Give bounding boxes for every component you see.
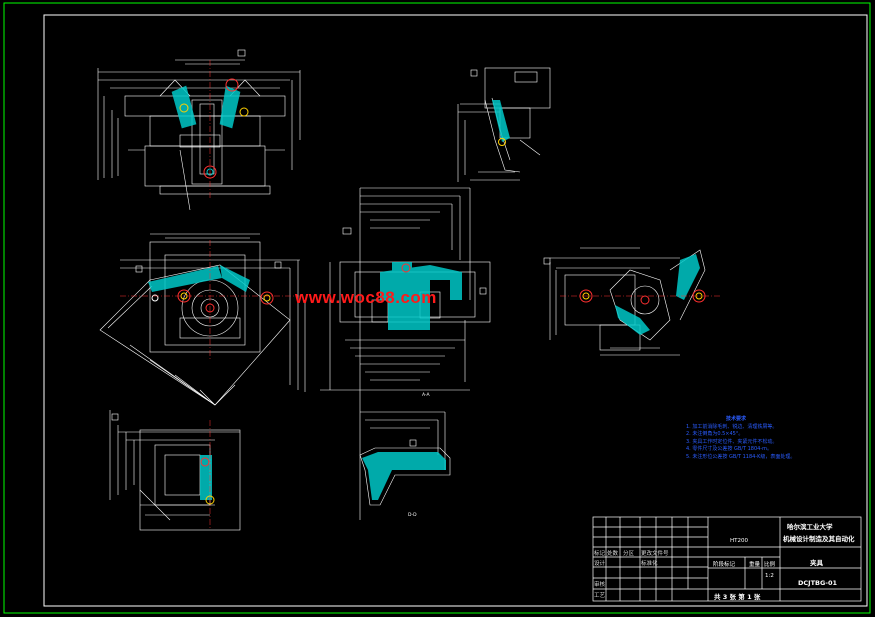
watermark: www.woc88.com bbox=[295, 288, 437, 307]
technical-note-item: 3. 夹具工作时定位件、夹紧元件不松动。 bbox=[686, 438, 778, 445]
view-front-hatch bbox=[171, 85, 241, 129]
title-drawing-code: DCJTBG-01 bbox=[798, 579, 838, 587]
title-sheet-info: 共 3 张 第 1 张 bbox=[714, 593, 761, 601]
title-role-designer: 设计 bbox=[594, 561, 606, 567]
technical-note-item: 1. 加工前消除毛刺、锐边、清理铁屑等。 bbox=[686, 423, 778, 430]
title-row-label-file: 更改文件号 bbox=[641, 551, 669, 557]
view-section-center bbox=[320, 187, 491, 520]
section-label-aa: A-A bbox=[422, 393, 430, 398]
view-bottom-marker bbox=[409, 439, 417, 447]
view-plan-hatch bbox=[148, 265, 250, 292]
view-bottom-hatch bbox=[362, 452, 446, 500]
title-weight-label: 重量 bbox=[749, 562, 761, 568]
view-section-hole bbox=[401, 263, 411, 273]
view-bottom-left-holes bbox=[200, 420, 215, 530]
view-bottom-left-hatch bbox=[200, 455, 212, 500]
view-right bbox=[549, 247, 706, 356]
title-university: 哈尔滨工业大学 bbox=[787, 523, 833, 531]
view-side-top-middle bbox=[457, 67, 551, 182]
view-side-pin bbox=[498, 138, 506, 146]
title-role-standard: 标准化 bbox=[641, 561, 658, 567]
technical-notes: 技术要求 1. 加工前消除毛刺、锐边、清理铁屑等。 2. 未注倒角为0.5×45… bbox=[686, 416, 795, 462]
view-side-marker bbox=[470, 69, 478, 77]
view-bottom-left bbox=[109, 410, 241, 531]
view-front-highlights bbox=[179, 60, 249, 200]
title-material: HT200 bbox=[730, 538, 748, 544]
title-stage-label: 阶段标记 bbox=[713, 562, 736, 568]
view-plan-marker-2 bbox=[274, 261, 282, 269]
view-side-hatch bbox=[492, 100, 510, 142]
title-scale: 1:2 bbox=[765, 573, 774, 579]
title-drawing-name: 夹具 bbox=[810, 559, 823, 567]
view-right-hatch bbox=[615, 254, 700, 335]
title-row-label-zone: 分区 bbox=[623, 551, 635, 557]
technical-notes-title: 技术要求 bbox=[725, 416, 746, 422]
title-row-label-mark: 标记 bbox=[594, 551, 606, 557]
technical-note-item: 4. 零件尺寸及公差按 GB/T 1804-m。 bbox=[686, 446, 772, 453]
view-plan-marker bbox=[135, 265, 143, 273]
view-front-top-left bbox=[97, 59, 301, 211]
title-row-label-count: 处数 bbox=[607, 551, 619, 557]
title-block bbox=[592, 516, 862, 602]
view-plan-middle-left bbox=[99, 233, 306, 406]
view-section-bottom-center bbox=[359, 411, 451, 506]
view-right-marker bbox=[543, 257, 551, 265]
view-bottom-left-marker bbox=[111, 413, 119, 421]
outer-border bbox=[3, 2, 871, 614]
view-right-holes bbox=[560, 289, 720, 305]
view-front-marker bbox=[237, 49, 246, 57]
technical-note-item: 5. 未注形位公差按 GB/T 1184-K级，表面处理。 bbox=[686, 453, 796, 460]
title-department: 机械设计制造及其自动化 bbox=[783, 535, 855, 543]
view-section-marker-2 bbox=[479, 287, 487, 295]
view-plan-holes bbox=[120, 240, 300, 360]
inner-border bbox=[43, 14, 868, 607]
title-role-process: 工艺 bbox=[594, 593, 606, 599]
view-section-marker bbox=[342, 227, 352, 235]
technical-note-item: 2. 未注倒角为0.5×45°。 bbox=[686, 431, 744, 438]
title-role-review: 审核 bbox=[594, 582, 606, 588]
title-ratio-label: 比例 bbox=[764, 562, 776, 568]
section-label-dd: D-D bbox=[408, 513, 417, 518]
